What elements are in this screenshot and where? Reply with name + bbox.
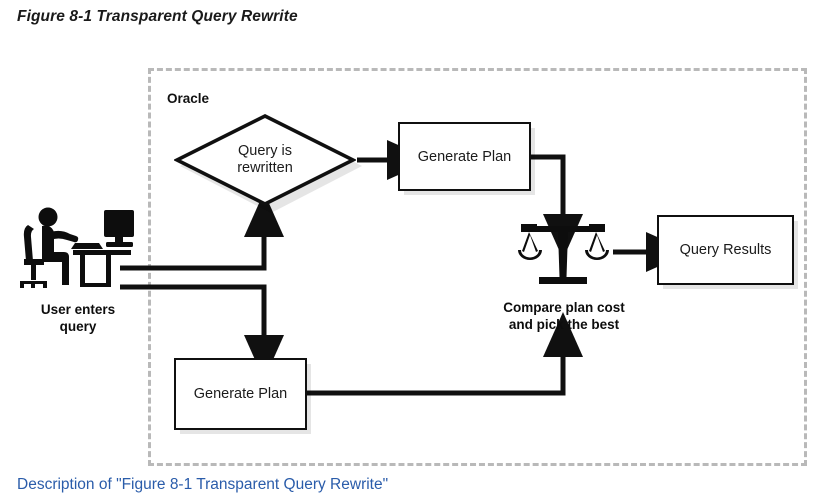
decision-diamond-outline bbox=[174, 113, 356, 207]
diagram-canvas: Oracle bbox=[0, 55, 822, 466]
node-generate-plan-bottom: Generate Plan bbox=[174, 358, 307, 430]
comparator-caption: Compare plan cost and pick the best bbox=[468, 300, 660, 334]
node-generate-plan-top-label: Generate Plan bbox=[417, 148, 512, 165]
node-generate-plan-top: Generate Plan bbox=[398, 122, 531, 191]
node-query-results-label: Query Results bbox=[679, 242, 772, 258]
node-generate-plan-bottom-label: Generate Plan bbox=[193, 386, 288, 402]
user-caption-line2: query bbox=[59, 318, 97, 334]
comparator-caption-line2: and pick the best bbox=[508, 316, 620, 332]
oracle-boundary-label: Oracle bbox=[167, 91, 210, 106]
figure-description-link[interactable]: Description of "Figure 8-1 Transparent Q… bbox=[17, 476, 389, 493]
user-caption-line1: User enters bbox=[40, 302, 116, 317]
decision-diamond: Query is rewritten bbox=[174, 113, 362, 213]
user-at-computer-icon bbox=[20, 207, 134, 288]
user-caption: User enters query bbox=[12, 302, 144, 336]
comparator-caption-line1: Compare plan cost bbox=[503, 300, 625, 315]
page-title: Figure 8-1 Transparent Query Rewrite bbox=[17, 8, 298, 25]
node-query-results: Query Results bbox=[657, 215, 794, 285]
balance-scale-icon bbox=[518, 224, 609, 284]
